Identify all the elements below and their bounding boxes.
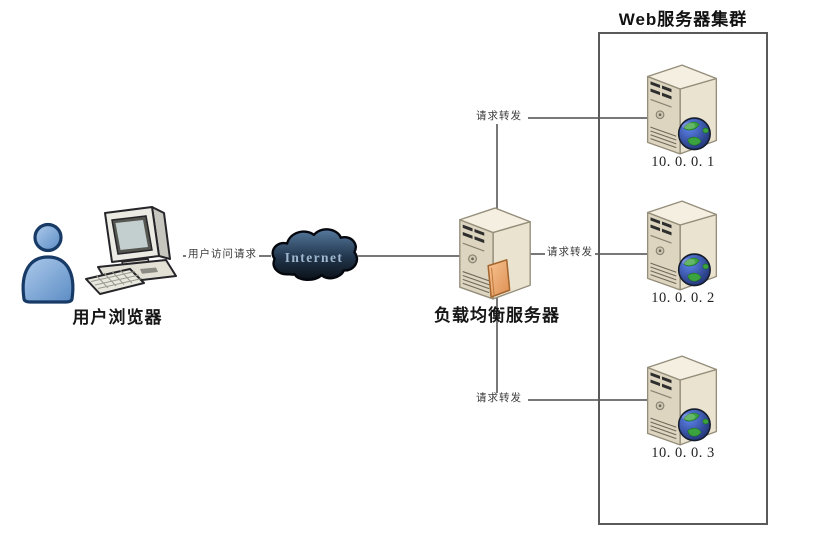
edge-load-balancer-up bbox=[496, 124, 498, 215]
internet-cloud-icon: Internet bbox=[271, 228, 359, 281]
server-ip-label: 10. 0. 0. 2 bbox=[651, 290, 715, 306]
forward-label-bottom: 请求转发 bbox=[476, 392, 522, 404]
forward-label-middle: 请求转发 bbox=[545, 246, 595, 259]
cluster-title: Web服务器集群 bbox=[618, 10, 748, 29]
web-server-cluster-box bbox=[598, 32, 768, 525]
user-request-label: 用户访问请求 bbox=[186, 248, 259, 261]
user-browser-label: 用户浏览器 bbox=[72, 308, 163, 327]
globe-icon bbox=[679, 254, 710, 286]
globe-icon bbox=[679, 409, 710, 441]
edge-forward-bottom bbox=[528, 399, 652, 401]
load-balancer-icon bbox=[452, 205, 538, 301]
orange-card-icon bbox=[488, 260, 510, 297]
internet-label: Internet bbox=[285, 250, 344, 265]
edge-load-balancer-down bbox=[496, 290, 498, 393]
web-server-icon bbox=[640, 353, 724, 447]
user-person-icon bbox=[21, 222, 75, 304]
forward-label-top: 请求转发 bbox=[476, 110, 522, 122]
globe-icon bbox=[679, 118, 710, 150]
edge-forward-top bbox=[528, 117, 652, 119]
server-ip-label: 10. 0. 0. 3 bbox=[651, 445, 715, 461]
web-server-icon bbox=[640, 62, 724, 156]
web-server-icon bbox=[640, 198, 724, 292]
desktop-computer-icon bbox=[85, 206, 177, 295]
edge-internet-to-load-balancer bbox=[358, 255, 465, 257]
server-ip-label: 10. 0. 0. 1 bbox=[651, 154, 715, 170]
load-balancer-label: 负载均衡服务器 bbox=[434, 306, 560, 325]
